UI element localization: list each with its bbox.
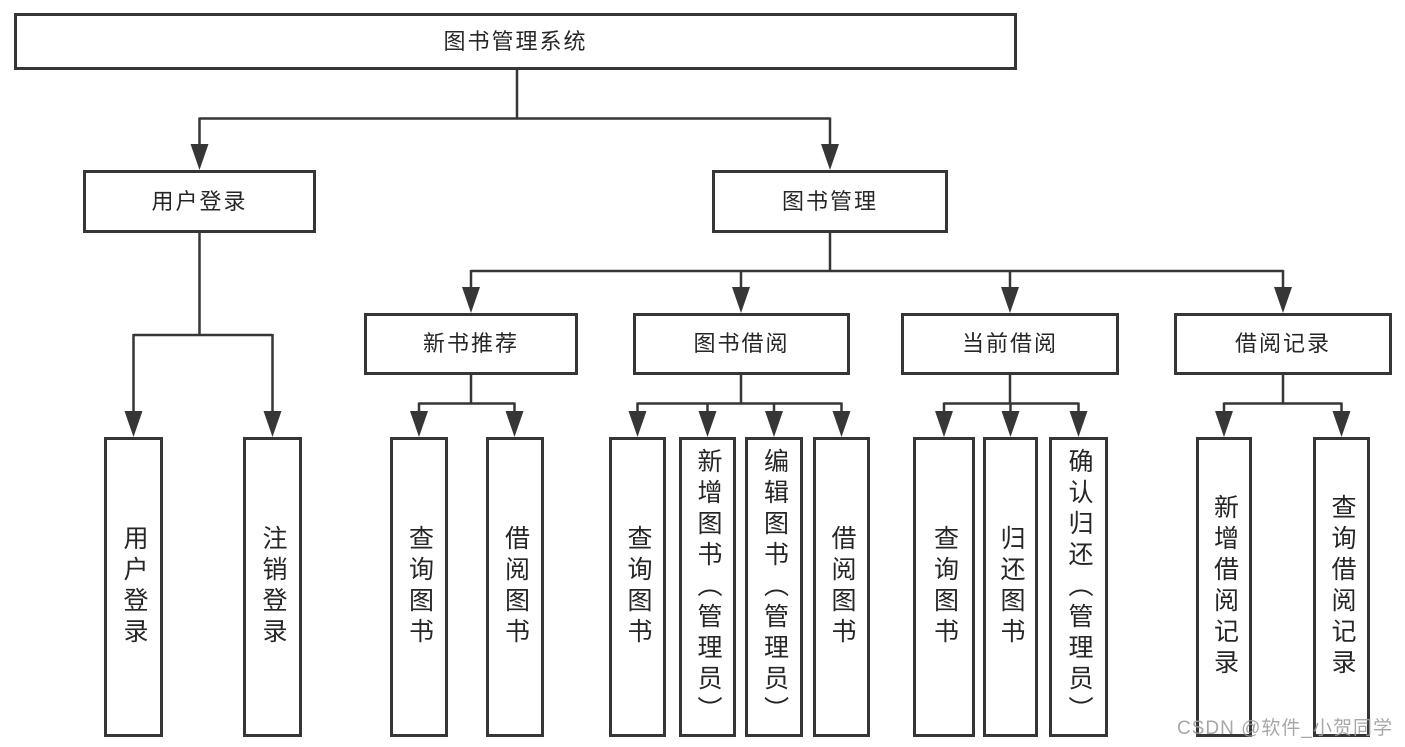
node-label: 图书借阅 <box>693 331 790 356</box>
connector-paths <box>132 70 1343 413</box>
leaf-label: 注销登录 <box>259 525 287 649</box>
leaf-edit-books-admin: 编辑图书（管理员） <box>745 437 803 737</box>
node-user-login: 用户登录 <box>83 170 316 233</box>
leaf-label: 查询图书 <box>405 525 434 649</box>
node-new-book-recommend: 新书推荐 <box>364 313 578 375</box>
leaf-add-borrow-record: 新增借阅记录 <box>1196 437 1252 737</box>
leaf-label: 查询借阅记录 <box>1328 494 1356 680</box>
node-label: 图书管理 <box>781 188 878 214</box>
leaf-label: 归还图书 <box>997 525 1025 649</box>
leaf-query-books-borrow: 查询图书 <box>609 437 666 737</box>
node-label: 借阅记录 <box>1234 331 1331 356</box>
leaf-return-books: 归还图书 <box>983 437 1038 737</box>
node-current-borrow: 当前借阅 <box>901 313 1119 375</box>
leaf-label: 借阅图书 <box>501 525 530 649</box>
leaf-confirm-return-admin: 确认归还（管理员） <box>1049 437 1108 737</box>
node-library-management-system: 图书管理系统 <box>14 13 1017 70</box>
leaf-user-login: 用户登录 <box>104 437 163 737</box>
leaf-label: 确认归还（管理员） <box>1065 447 1093 727</box>
leaf-logout-login: 注销登录 <box>243 437 302 737</box>
leaf-query-books-current: 查询图书 <box>913 437 975 737</box>
leaf-label: 查询图书 <box>624 525 652 649</box>
node-book-borrow: 图书借阅 <box>633 313 850 375</box>
leaf-label: 新增图书（管理员） <box>694 447 722 727</box>
leaf-query-borrow-record: 查询借阅记录 <box>1313 437 1370 737</box>
leaf-add-books-admin: 新增图书（管理员） <box>679 437 736 737</box>
leaf-borrow-books: 借阅图书 <box>813 437 870 737</box>
watermark-text: CSDN @软件_小贺同学 <box>1177 718 1393 739</box>
leaf-query-books-recommend: 查询图书 <box>390 437 448 737</box>
leaf-label: 新增借阅记录 <box>1210 494 1239 680</box>
node-label: 新书推荐 <box>422 331 519 356</box>
leaf-label: 查询图书 <box>930 525 959 649</box>
leaf-label: 编辑图书（管理员） <box>760 447 789 727</box>
leaf-borrow-books-recommend: 借阅图书 <box>486 437 544 737</box>
node-label: 当前借阅 <box>961 331 1058 356</box>
leaf-label: 用户登录 <box>120 525 148 649</box>
node-book-management: 图书管理 <box>712 170 948 233</box>
node-label: 用户登录 <box>151 188 248 214</box>
leaf-label: 借阅图书 <box>828 525 856 649</box>
node-label: 图书管理系统 <box>443 28 588 54</box>
arrowheads <box>124 144 1351 437</box>
node-borrow-records: 借阅记录 <box>1174 313 1392 375</box>
